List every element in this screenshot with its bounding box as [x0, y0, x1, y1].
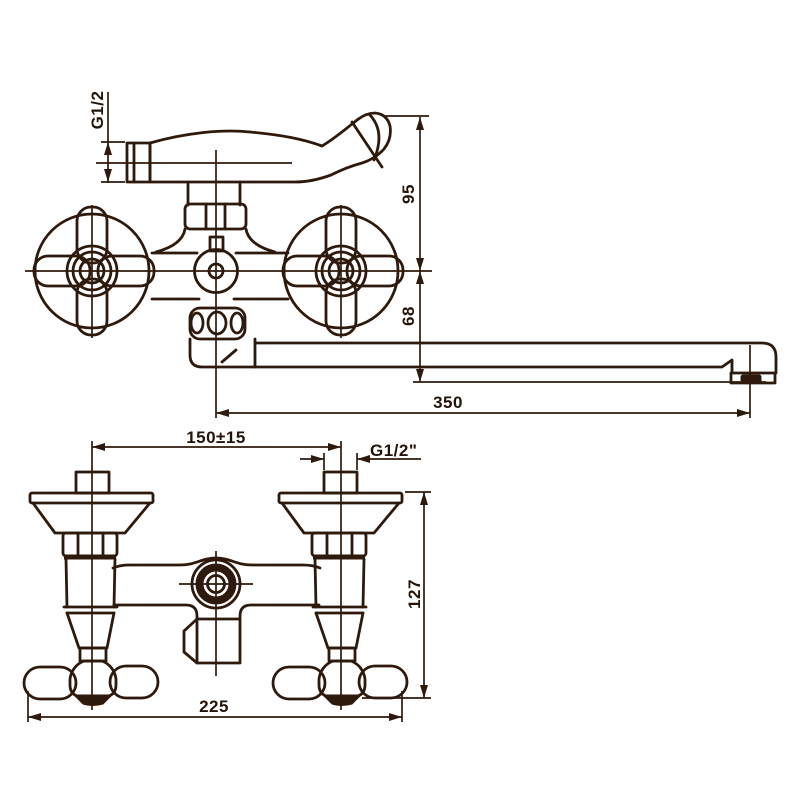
spout-pivot-block — [188, 337, 257, 369]
handle-petal-bottom — [75, 277, 109, 337]
arrow-350-left — [216, 409, 229, 417]
arrow-95-down — [416, 258, 424, 271]
handle-boss-base — [72, 694, 114, 706]
arrow-127-up — [420, 492, 428, 505]
arrow-350-right — [737, 409, 750, 417]
handle-petal-bottom — [324, 277, 358, 337]
dim-label-shower-thread: G1/2 — [88, 91, 107, 130]
right-handle-top-view — [281, 205, 405, 337]
spout-bottom-edge — [253, 358, 734, 375]
hex-nut — [61, 531, 119, 558]
handle-petal-right — [96, 254, 156, 288]
dim-label-body-height: 127 — [405, 579, 424, 609]
hex-nut-top-view — [183, 202, 248, 231]
arrow-g12-down — [104, 169, 112, 182]
arrow-g12-up — [104, 142, 112, 155]
spout-end-slash — [350, 120, 384, 169]
diverter-circle-outer — [190, 558, 242, 610]
handle-collar — [78, 646, 108, 663]
escutcheon-plate — [28, 491, 155, 505]
bracket-oval-center — [206, 310, 228, 336]
handle-wing-left — [22, 665, 78, 701]
dim-label-350: 350 — [433, 393, 463, 412]
arrow-95-up — [416, 117, 424, 130]
center-hub-circle — [193, 248, 239, 294]
spout-end-dome-arc — [367, 112, 381, 162]
handle-boss-base — [321, 694, 363, 706]
arrow-150-right — [328, 443, 341, 451]
arrow-127-down — [420, 685, 428, 698]
left-handle-top-view — [32, 205, 156, 337]
body-band-bottom-left — [112, 603, 199, 621]
spout-collar-mark — [220, 348, 238, 364]
dim-label-68: 68 — [399, 306, 418, 326]
valve-column-right-edge — [361, 557, 366, 609]
diverter-stem — [208, 235, 225, 253]
handle-hole — [327, 257, 355, 285]
spout-stub — [182, 617, 242, 665]
handle-ring-inner — [71, 250, 113, 292]
body-band-top-edge — [111, 556, 322, 570]
escutcheon-plate — [277, 491, 404, 505]
handle-petal-top — [324, 205, 358, 265]
hex-nut — [310, 531, 368, 558]
diverter-circle-inner — [206, 574, 226, 594]
spout-top-edge — [253, 341, 778, 375]
handle-ring-outer — [314, 244, 368, 298]
dim-label-overall-width: 225 — [199, 697, 229, 716]
handle-ring-outer — [65, 244, 119, 298]
bonnet-cone — [314, 611, 365, 650]
handle-petal-right — [345, 254, 405, 288]
bracket-oval-right — [229, 311, 245, 335]
handle-collar — [327, 646, 357, 663]
handle-hole — [78, 257, 106, 285]
arrow-150-left — [92, 443, 105, 451]
aerator-outlet — [740, 374, 762, 384]
left-inlet-assembly — [22, 470, 160, 706]
handle-petal-top — [75, 205, 109, 265]
body-flare-left — [154, 227, 187, 254]
right-inlet-assembly — [271, 470, 409, 706]
dim-label-inlet-thread: G1/2" — [370, 441, 417, 460]
front-view: 150±15 G1/2" 127 225 — [22, 428, 431, 722]
bracket-oval-left — [189, 311, 205, 335]
handle-ring-inner — [320, 250, 362, 292]
arrow-g12in-right — [357, 455, 370, 463]
valve-column-left-edge — [64, 557, 69, 609]
handle-petal-left — [281, 254, 341, 288]
body-band-bottom-right — [238, 603, 321, 621]
arrow-225-left — [28, 713, 41, 721]
dim-label-95: 95 — [399, 184, 418, 204]
arrow-68-down — [416, 369, 424, 382]
body-flare-right — [244, 227, 277, 254]
arrow-g12in-left — [311, 455, 324, 463]
handle-wing-left — [271, 665, 327, 701]
dim-label-inlet-distance: 150±15 — [186, 428, 246, 447]
top-view: G1/2 95 68 350 — [25, 91, 778, 418]
arrow-225-right — [389, 713, 402, 721]
center-hub-hole — [207, 262, 225, 280]
arrow-68-up — [416, 271, 424, 284]
bonnet-cone — [65, 611, 116, 650]
diverter-ring — [195, 563, 237, 605]
handle-petal-left — [32, 254, 92, 288]
handle-wing-right — [108, 664, 160, 700]
upper-body-outline — [148, 111, 392, 184]
